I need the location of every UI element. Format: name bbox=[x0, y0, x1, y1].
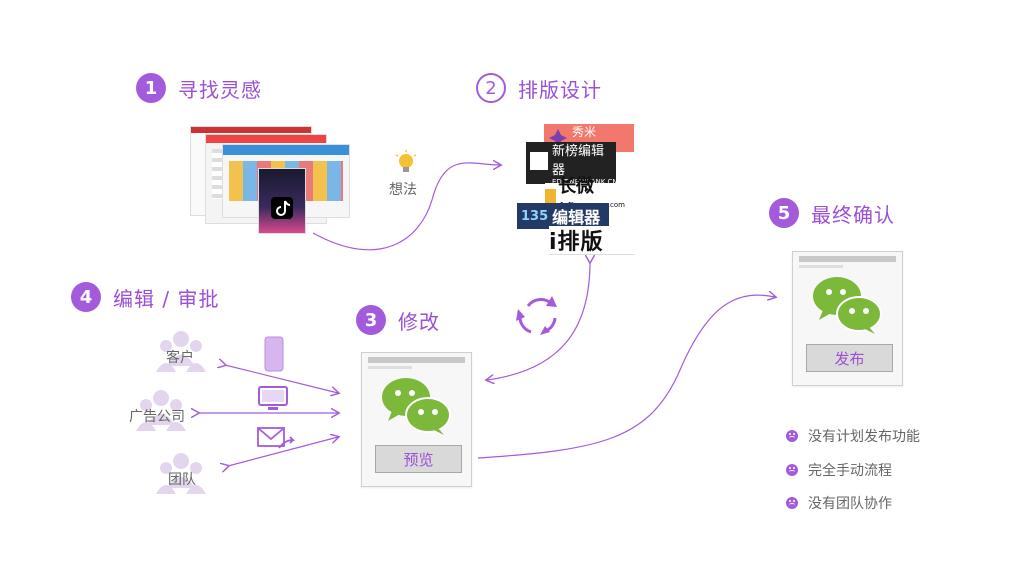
arrow-design-to-edit bbox=[487, 262, 590, 380]
idea-label: 想法 bbox=[389, 182, 417, 198]
step-label: 排版设计 bbox=[518, 77, 602, 102]
team-label: 团队 bbox=[168, 472, 196, 488]
step-5: 5 最终确认 bbox=[769, 198, 895, 228]
step-number: 2 bbox=[476, 73, 506, 103]
step-label: 寻找灵感 bbox=[178, 77, 262, 102]
tiktok-icon bbox=[271, 197, 293, 219]
lightbulb-icon bbox=[395, 150, 417, 172]
issue-item: 没有计划发布功能 bbox=[786, 426, 920, 446]
newrank-mark-icon bbox=[530, 152, 548, 170]
sad-face-icon bbox=[786, 430, 798, 442]
xiumi-mark-icon bbox=[549, 129, 567, 147]
customer-people-icon bbox=[156, 331, 206, 372]
arrow-team bbox=[228, 437, 338, 466]
team-people-icon bbox=[156, 453, 206, 494]
issue-item: 完全手动流程 bbox=[786, 460, 892, 480]
agency-people-icon bbox=[136, 390, 186, 431]
desktop-icon bbox=[258, 386, 288, 410]
sad-face-icon bbox=[786, 464, 798, 476]
customer-label: 客户 bbox=[166, 350, 194, 366]
edit-preview-window: 预览 bbox=[361, 352, 472, 487]
step-number: 3 bbox=[356, 305, 386, 335]
sad-face-icon bbox=[786, 497, 798, 509]
newrank-logo: 新榜编辑器 EDIT.NEWRANK.CN bbox=[526, 142, 618, 186]
step-2: 2 排版设计 bbox=[476, 73, 602, 103]
tiktok-screenshot bbox=[258, 168, 306, 234]
ipaiban-logo: i排版 bbox=[549, 226, 635, 255]
arrow-edit-to-final bbox=[477, 295, 775, 459]
editor135-logo: 135 编辑器 bbox=[517, 203, 609, 229]
step-number: 4 bbox=[71, 282, 101, 312]
step-number: 1 bbox=[136, 73, 166, 103]
step-label: 最终确认 bbox=[811, 202, 895, 227]
email-forward-icon bbox=[257, 427, 296, 449]
publish-window: 发布 bbox=[792, 251, 903, 386]
step-label: 编辑 / 审批 bbox=[113, 286, 220, 311]
step-1: 1 寻找灵感 bbox=[136, 73, 262, 103]
step-3: 3 修改 bbox=[356, 305, 440, 335]
step-label: 修改 bbox=[398, 309, 440, 334]
phone-icon bbox=[264, 336, 284, 372]
arrow-inspiration-to-design bbox=[312, 163, 500, 251]
step-number: 5 bbox=[769, 198, 799, 228]
changweibo-mark-icon bbox=[545, 189, 557, 207]
issue-item: 没有团队协作 bbox=[786, 493, 892, 513]
step-4: 4 编辑 / 审批 bbox=[71, 282, 219, 312]
wechat-icon bbox=[813, 277, 882, 334]
arrow-customer bbox=[225, 365, 338, 393]
preview-button[interactable]: 预览 bbox=[375, 445, 462, 473]
agency-label: 广告公司 bbox=[129, 409, 185, 425]
publish-button[interactable]: 发布 bbox=[806, 344, 893, 372]
wechat-icon bbox=[382, 378, 451, 435]
